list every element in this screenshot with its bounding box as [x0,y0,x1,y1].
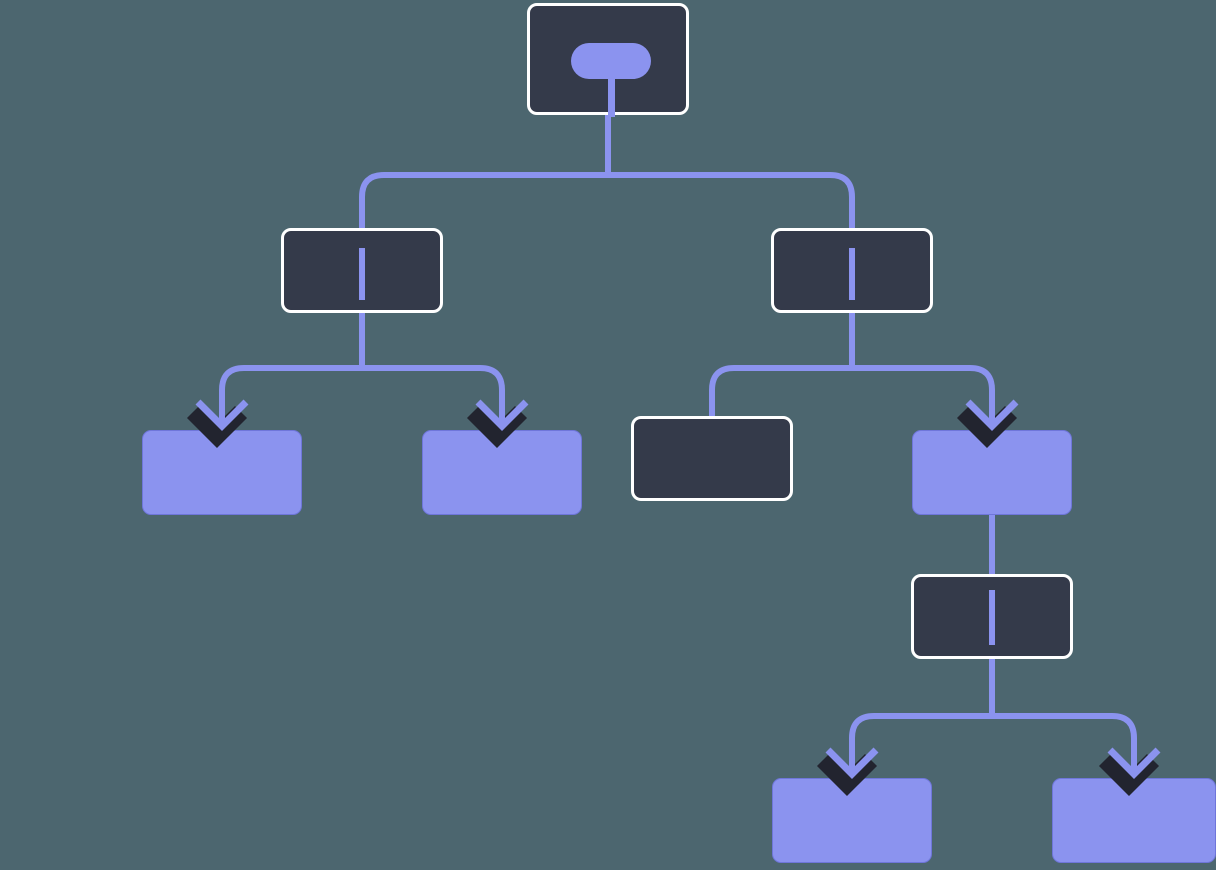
level3-leaf-two[interactable] [422,430,582,515]
level3-dark-leaf[interactable] [631,416,793,501]
level3-leaf-one[interactable] [142,430,302,515]
level2-right-node[interactable] [771,228,933,313]
level4-dark-node[interactable] [911,574,1073,659]
level5-leaf-two[interactable] [1052,778,1216,863]
level2-left-node[interactable] [281,228,443,313]
level5-leaf-one[interactable] [772,778,932,863]
source-handle-stem [607,61,615,117]
level3-branch-node[interactable] [912,430,1072,515]
root-node[interactable] [527,3,689,117]
source-handle-pill[interactable] [571,43,651,79]
